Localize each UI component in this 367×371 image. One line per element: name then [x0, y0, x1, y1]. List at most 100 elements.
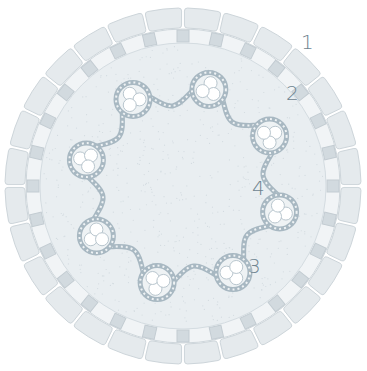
armour-segment — [145, 8, 181, 31]
core-speckle — [257, 243, 258, 244]
core-speckle — [150, 57, 151, 58]
core-speckle — [177, 49, 178, 50]
core-speckle — [57, 239, 58, 240]
core-speckle — [197, 242, 198, 243]
core-speckle — [194, 220, 195, 221]
core-speckle — [311, 215, 312, 216]
core-speckle — [153, 220, 154, 221]
core-speckle — [80, 206, 81, 207]
inner-core — [40, 43, 326, 329]
core-speckle — [261, 289, 262, 290]
core-speckle — [286, 149, 287, 150]
core-speckle — [274, 156, 275, 157]
core-speckle — [133, 310, 134, 311]
core-speckle — [198, 218, 199, 219]
core-speckle — [113, 169, 114, 170]
core-speckle — [81, 264, 82, 265]
core-speckle — [119, 228, 120, 229]
core-speckle — [304, 231, 305, 232]
core-speckle — [62, 166, 63, 167]
core-speckle — [309, 146, 310, 147]
core-speckle — [232, 292, 233, 293]
core-speckle — [71, 117, 72, 118]
core-speckle — [293, 148, 294, 149]
core-speckle — [183, 288, 184, 289]
core-speckle — [281, 184, 282, 185]
core-speckle — [155, 204, 156, 205]
core-speckle — [186, 264, 187, 265]
core-speckle — [71, 224, 72, 225]
core-speckle — [66, 216, 67, 217]
core-speckle — [58, 187, 59, 188]
core-speckle — [64, 236, 65, 237]
core-speckle — [304, 175, 305, 176]
core-speckle — [217, 212, 218, 213]
core-speckle — [237, 100, 238, 101]
core-speckle — [286, 150, 287, 151]
core-speckle — [96, 86, 97, 87]
core-speckle — [190, 208, 191, 209]
core-speckle — [128, 196, 129, 197]
core-speckle — [287, 248, 288, 249]
core-speckle — [120, 150, 121, 151]
core-speckle — [170, 302, 171, 303]
armour-segment — [184, 8, 220, 31]
core-speckle — [299, 166, 300, 167]
core-speckle — [122, 212, 123, 213]
core-speckle — [56, 180, 57, 181]
core-speckle — [186, 310, 187, 311]
core-speckle — [182, 158, 183, 159]
core-speckle — [186, 228, 187, 229]
core-speckle — [275, 282, 276, 283]
rope-loop — [263, 195, 297, 229]
core-speckle — [297, 237, 298, 238]
core-speckle — [173, 77, 174, 78]
armour-segment — [5, 148, 28, 184]
spacer-block — [142, 325, 156, 339]
core-speckle — [299, 175, 300, 176]
core-speckle — [246, 89, 247, 90]
core-speckle — [193, 271, 194, 272]
core-speckle — [149, 163, 150, 164]
loop-twist — [69, 143, 103, 177]
core-speckle — [151, 148, 152, 149]
core-speckle — [127, 143, 128, 144]
spacer-block — [177, 30, 189, 42]
core-speckle — [220, 224, 221, 225]
core-speckle — [140, 139, 141, 140]
fibre-strand — [123, 99, 136, 112]
core-speckle — [237, 166, 238, 167]
core-speckle — [168, 110, 169, 111]
core-speckle — [68, 258, 69, 259]
core-speckle — [173, 111, 174, 112]
core-speckle — [117, 175, 118, 176]
core-speckle — [139, 157, 140, 158]
core-speckle — [153, 195, 154, 196]
core-speckle — [152, 201, 153, 202]
core-speckle — [169, 73, 170, 74]
armour-segment — [145, 341, 181, 364]
rope-loop — [192, 72, 226, 106]
core-speckle — [289, 271, 290, 272]
core-speckle — [270, 256, 271, 257]
core-speckle — [182, 199, 183, 200]
core-speckle — [171, 306, 172, 307]
core-speckle — [71, 107, 72, 108]
core-speckle — [62, 215, 63, 216]
core-speckle — [151, 118, 152, 119]
core-speckle — [293, 136, 294, 137]
core-speckle — [229, 199, 230, 200]
core-speckle — [151, 189, 152, 190]
core-speckle — [204, 309, 205, 310]
spacer-block — [27, 180, 39, 192]
core-speckle — [174, 46, 175, 47]
core-speckle — [233, 210, 234, 211]
core-speckle — [293, 141, 294, 142]
core-speckle — [67, 125, 68, 126]
core-speckle — [68, 110, 69, 111]
core-speckle — [235, 103, 236, 104]
core-speckle — [212, 131, 213, 132]
core-speckle — [203, 124, 204, 125]
core-speckle — [49, 153, 50, 154]
core-speckle — [173, 69, 174, 70]
